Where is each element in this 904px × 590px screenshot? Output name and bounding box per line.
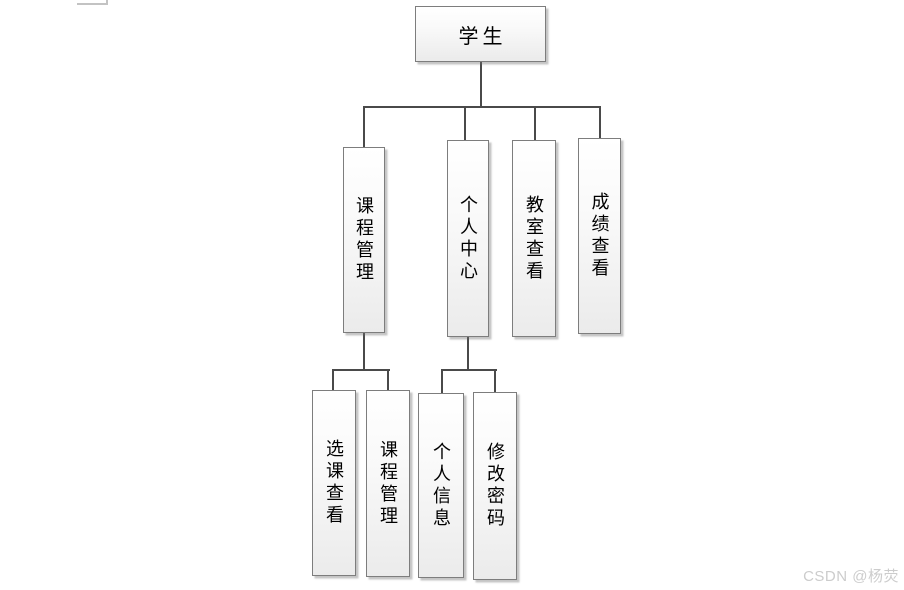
node-course-selection-view-label: 选课查看 [324,439,344,527]
top-edge-artifact-line [77,3,108,5]
connector-drop-change-password [494,369,496,392]
node-course-selection-view: 选课查看 [312,390,356,576]
connector-level2-rail [363,106,601,108]
node-grade-view-label: 成绩查看 [589,192,610,280]
node-course-management-sub-label: 课程管理 [378,439,398,528]
connector-course-management-rail [332,369,390,371]
node-grade-view: 成绩查看 [578,138,621,334]
node-classroom-view: 教室查看 [512,140,556,337]
connector-course-management-stem [363,333,365,371]
node-change-password: 修改密码 [473,392,517,580]
connector-drop-personal-info [441,369,443,393]
connector-drop-grade-view [599,106,601,138]
node-classroom-view-label: 教室查看 [524,194,544,283]
node-student: 学生 [415,6,546,62]
connector-personal-center-stem [467,337,469,371]
node-personal-info: 个人信息 [418,393,464,578]
connector-drop-personal-center [464,106,466,140]
node-personal-center-label: 个人中心 [458,194,478,283]
node-student-label: 学生 [458,25,507,48]
node-course-management-sub: 课程管理 [366,390,410,577]
watermark: CSDN @杨荧 [803,568,899,585]
connector-drop-course-management-sub [387,369,389,390]
node-personal-info-label: 个人信息 [431,441,451,530]
node-change-password-label: 修改密码 [485,442,505,530]
node-course-management: 课程管理 [343,147,385,333]
node-course-management-label: 课程管理 [354,196,374,284]
connector-drop-course-management [363,106,365,147]
connector-drop-course-selection-view [332,369,334,390]
connector-root-stem [480,62,482,107]
connector-drop-classroom-view [534,106,536,140]
node-personal-center: 个人中心 [447,140,489,337]
top-edge-artifact-tick [106,0,108,5]
connector-personal-center-rail [441,369,497,371]
